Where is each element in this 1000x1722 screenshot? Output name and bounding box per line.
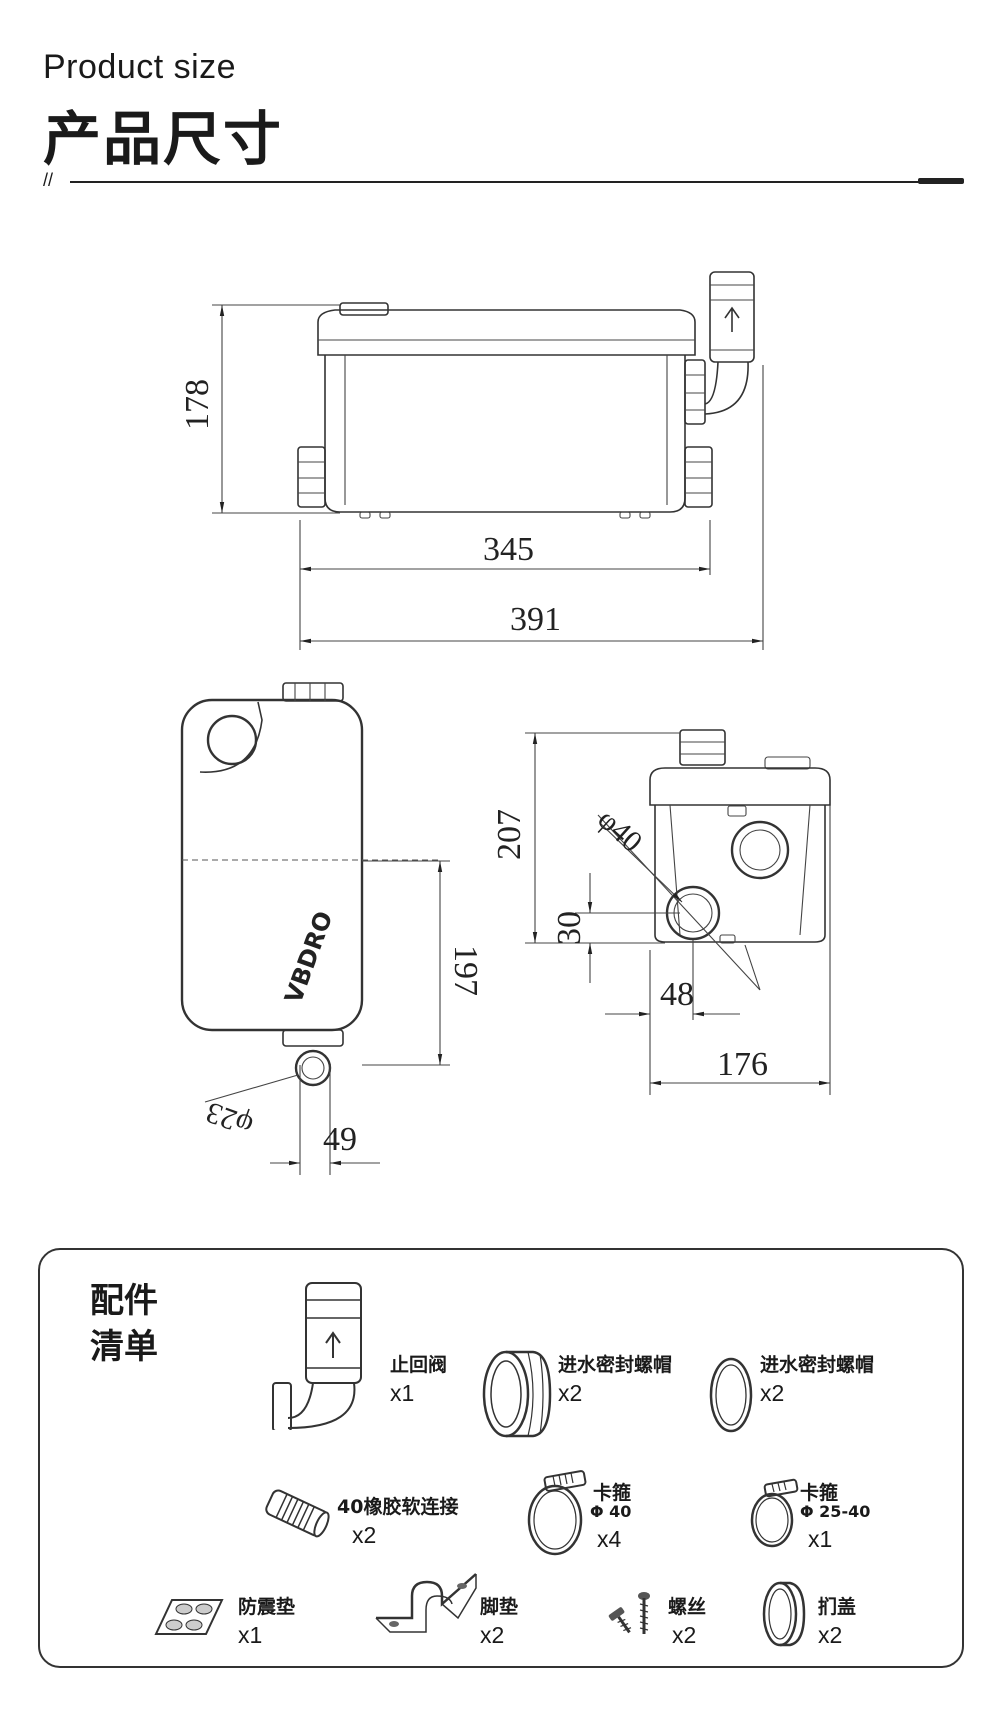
divider-accent xyxy=(918,178,964,184)
dimension-drawing: 178 345 391 VBDRO 197 φ23 49 xyxy=(179,271,831,1175)
dim-top-length: 197 xyxy=(447,945,484,996)
accessory-qty-rubber-connector: x2 xyxy=(352,1522,377,1548)
anti-vibration-pad-icon xyxy=(154,1599,224,1635)
accessory-qty-clamp-25-40: x1 xyxy=(808,1526,833,1552)
sealing-ring-icon xyxy=(709,1357,753,1433)
front-view xyxy=(212,271,764,650)
dim-front-inner-width: 345 xyxy=(483,531,534,568)
hose-clamp-large-icon xyxy=(527,1470,587,1556)
end-cap-icon xyxy=(762,1581,806,1647)
accessory-label-sealing-nut-a: 进水密封螺帽 xyxy=(558,1354,673,1376)
accessories-title-line1: 配件 xyxy=(90,1281,158,1321)
screws-icon xyxy=(608,1592,650,1634)
dim-front-height: 178 xyxy=(179,379,216,430)
accessory-qty-anti-vibration-pad: x1 xyxy=(238,1622,263,1648)
dim-side-width: 176 xyxy=(717,1046,768,1083)
dim-front-total-width: 391 xyxy=(510,601,561,638)
dim-side-height: 207 xyxy=(491,809,528,860)
accessories-title-line2: 清单 xyxy=(90,1327,158,1367)
top-view xyxy=(180,682,450,1175)
title-english: Product size xyxy=(43,48,237,86)
accessory-label-screws: 螺丝 xyxy=(668,1596,707,1618)
accessory-qty-sealing-nut-b: x2 xyxy=(760,1380,785,1406)
accessory-label-check-valve: 止回阀 xyxy=(390,1354,448,1376)
accessory-spec-clamp-25-40: Φ 25-40 xyxy=(800,1502,871,1521)
accessories-title: 配件 清单 xyxy=(90,1278,158,1370)
accessory-spec-clamp-40: Φ 40 xyxy=(590,1502,632,1521)
rubber-connector-icon xyxy=(265,1489,330,1538)
rule-mark: // xyxy=(43,170,54,190)
accessory-label-end-cap: 扪盖 xyxy=(818,1596,857,1618)
dim-side-inlet-dia: φ40 xyxy=(591,803,648,859)
accessory-qty-check-valve: x1 xyxy=(390,1380,415,1406)
accessory-qty-sealing-nut-a: x2 xyxy=(558,1380,583,1406)
dim-side-inlet-offset: 48 xyxy=(660,976,694,1013)
brand-mark: VBDRO xyxy=(279,908,338,1007)
divider-line xyxy=(70,181,920,183)
dim-side-inlet-height: 30 xyxy=(551,911,588,945)
accessory-qty-screws: x2 xyxy=(672,1622,697,1648)
dim-top-outlet-dia: φ23 xyxy=(202,1095,258,1142)
side-view xyxy=(525,729,831,1095)
hose-clamp-small-icon xyxy=(750,1478,799,1548)
accessory-label-rubber-connector: 40橡胶软连接 xyxy=(337,1496,459,1518)
accessory-qty-end-cap: x2 xyxy=(818,1622,843,1648)
sealing-nut-icon xyxy=(482,1350,552,1438)
accessory-label-clamp-40: 卡箍 xyxy=(593,1482,632,1504)
accessory-label-foot-bracket: 脚垫 xyxy=(480,1596,519,1618)
dim-top-outlet-offset: 49 xyxy=(323,1121,357,1158)
accessory-label-clamp-25-40: 卡箍 xyxy=(800,1482,839,1504)
title-chinese: 产品尺寸 xyxy=(43,105,284,173)
check-valve-icon xyxy=(272,1282,362,1430)
accessory-qty-foot-bracket: x2 xyxy=(480,1622,505,1648)
accessory-label-sealing-nut-b: 进水密封螺帽 xyxy=(760,1354,875,1376)
accessories-panel xyxy=(38,1248,964,1668)
foot-bracket-icon xyxy=(375,1573,477,1633)
accessory-qty-clamp-40: x4 xyxy=(597,1526,622,1552)
accessory-label-anti-vibration-pad: 防震垫 xyxy=(238,1596,296,1618)
